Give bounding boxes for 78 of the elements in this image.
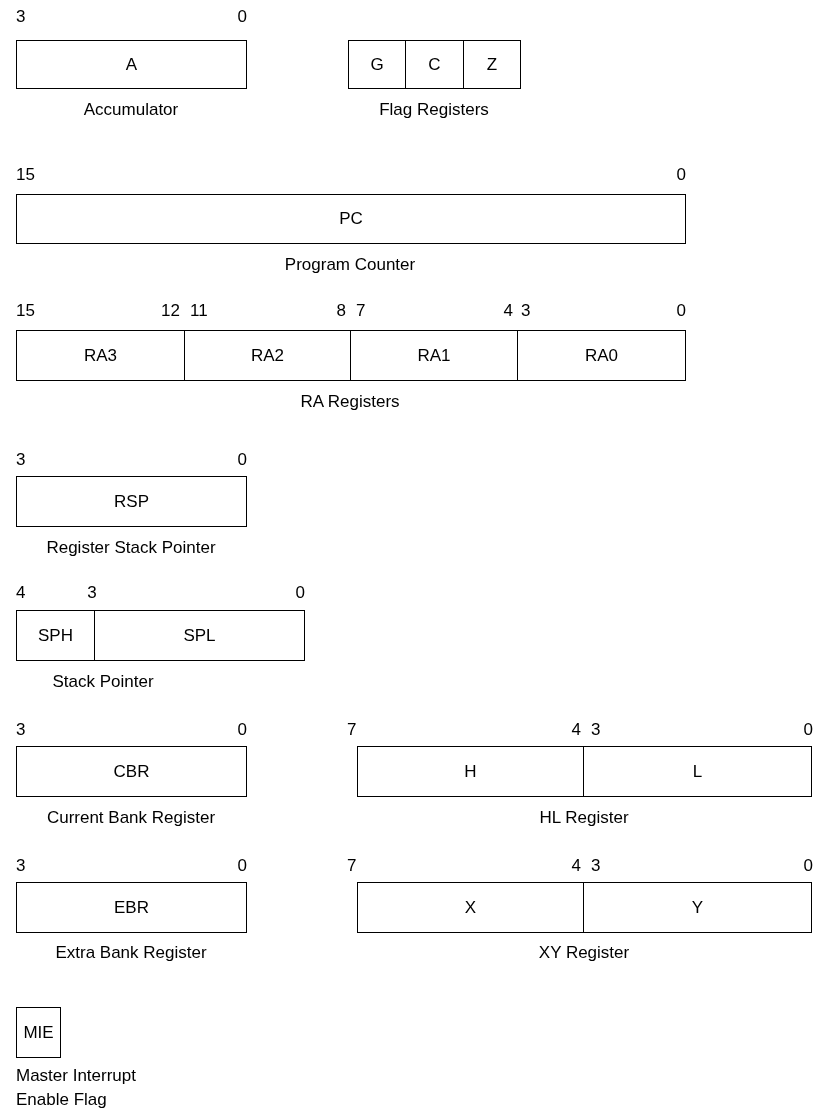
bit-number: 3 [16,719,26,741]
bit-number: 12 [161,300,180,322]
bit-number: 3 [521,300,531,322]
bit-number: 0 [803,855,813,877]
register-caption: Register Stack Pointer [46,537,216,559]
register-cell [350,330,518,381]
bit-number: 7 [356,300,366,322]
register-caption: XY Register [538,942,630,964]
register-name: X [464,897,477,918]
register-name: RSP [114,491,149,512]
bit-number: 4 [16,582,26,604]
register-cell [16,330,185,381]
register-cell [348,40,406,89]
register-caption: Flag Registers [379,99,489,121]
bit-number: 0 [237,855,247,877]
bit-number: 0 [676,164,686,186]
bit-number: 15 [16,164,35,186]
register-name: RA0 [584,345,619,366]
bit-number: 0 [237,6,247,28]
register-caption: Accumulator [83,99,179,121]
register-name: A [125,54,138,75]
bit-number: 7 [347,855,357,877]
bit-number: 3 [16,6,26,28]
bit-number: 0 [237,449,247,471]
register-name: H [464,761,477,782]
register-cell [16,476,247,527]
register-name: G [370,54,384,75]
register-cell [583,882,812,933]
register-name: C [428,54,441,75]
register-cell [16,194,686,244]
register-cell [16,610,95,661]
register-caption: HL Register [539,807,629,829]
bit-number: 4 [503,300,513,322]
register-cell [517,330,686,381]
register-cell [16,882,247,933]
register-caption: Program Counter [284,254,416,276]
bit-number: 4 [571,855,581,877]
register-caption: RA Registers [300,391,400,413]
bit-number: 0 [803,719,813,741]
register-name: MIE [23,1022,54,1043]
register-caption: Master Interrupt Enable Flag [16,1065,137,1111]
register-cell [405,40,464,89]
bit-number: 0 [237,719,247,741]
register-caption: Stack Pointer [52,671,154,693]
register-name: Y [691,897,704,918]
register-caption: Extra Bank Register [55,942,207,964]
register-cell [463,40,521,89]
bit-number: 7 [347,719,357,741]
register-name: Z [486,54,498,75]
register-name: RA1 [417,345,451,366]
register-cell [16,1007,61,1058]
register-cell [357,746,584,797]
register-cell [357,882,584,933]
register-cell [16,40,247,89]
register-cell [184,330,351,381]
register-name: L [692,761,703,782]
register-name: SPH [38,625,73,646]
bit-number: 11 [190,300,208,322]
bit-number: 3 [591,719,601,741]
register-name: RA2 [250,345,285,366]
register-name: PC [339,209,363,229]
bit-number: 0 [676,300,686,322]
register-cell [94,610,305,661]
register-caption: Current Bank Register [46,807,216,829]
bit-number: 0 [295,582,305,604]
bit-number: 4 [571,719,581,741]
bit-number: 3 [16,855,26,877]
register-name: EBR [114,897,149,918]
register-name: SPL [183,625,216,646]
register-name: RA3 [83,345,118,366]
bit-number: 8 [336,300,346,322]
register-cell [16,746,247,797]
bit-number: 15 [16,300,35,322]
register-name: CBR [113,761,150,782]
register-cell [583,746,812,797]
bit-number: 3 [16,449,26,471]
register-caption: 3 [87,582,97,604]
bit-number: 3 [591,855,601,877]
